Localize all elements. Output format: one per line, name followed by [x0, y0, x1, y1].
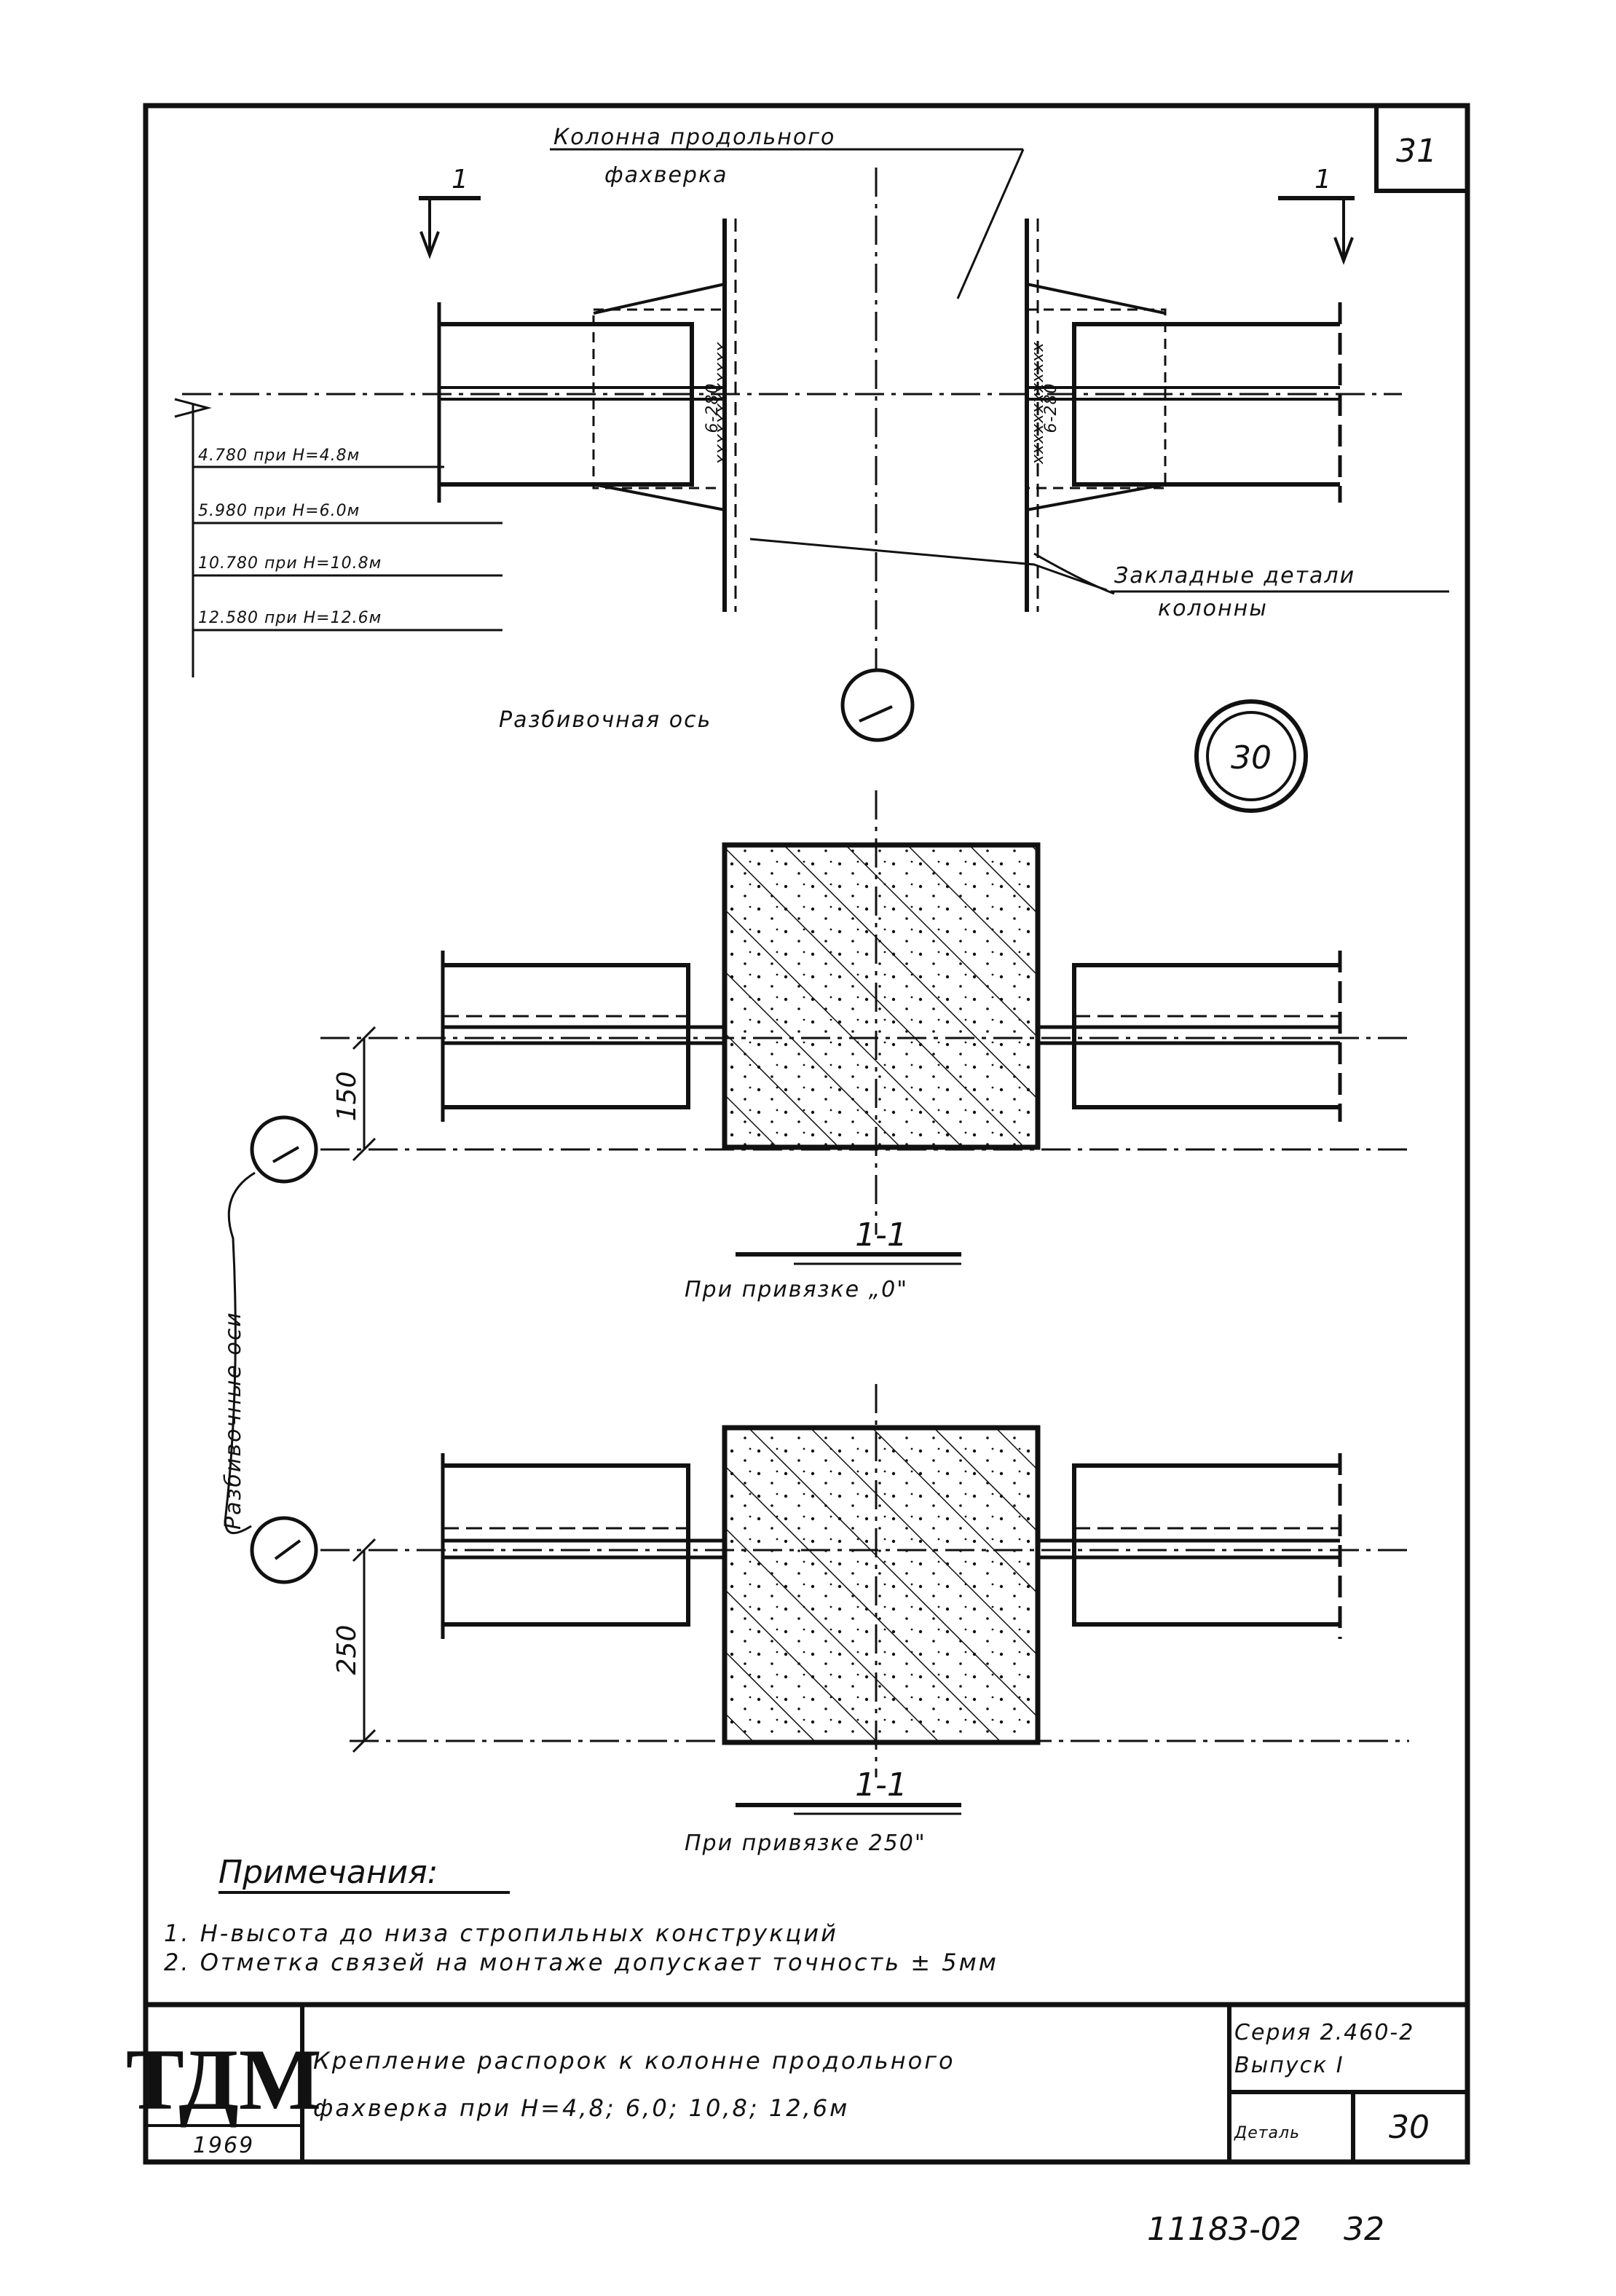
year: 1969	[193, 2133, 254, 2158]
series: Серия 2.460-2	[1234, 2020, 1414, 2045]
column-section-b	[722, 1425, 1041, 1745]
section-mark-left: 1	[419, 165, 481, 259]
elevation-3: 10.780 при H=10.8м	[198, 554, 382, 573]
archive-page: 32	[1344, 2211, 1384, 2248]
note-1: 1. H-высота до низа стропильных конструк…	[164, 1919, 838, 1947]
detail-value: 30	[1389, 2109, 1430, 2146]
weld-size-left: 6-280	[703, 383, 722, 433]
top-plan-view: 1 1 xxxxxxxxxxxx	[174, 125, 1449, 742]
section-b-title: 1-1	[855, 1766, 907, 1804]
elevation-1: 4.780 при H=4.8м	[198, 447, 360, 465]
notes: Примечания: 1. H-высота до низа стропиль…	[164, 1854, 998, 1976]
axis-circle-a	[250, 1115, 318, 1184]
elevation-2: 5.980 при H=6.0м	[198, 502, 360, 520]
column-label-line1: Колонна продольного	[553, 125, 835, 150]
layout-axis-label: Разбивочная ось	[499, 707, 712, 733]
embedded-parts-line1: Закладные детали	[1114, 563, 1355, 589]
section-number-left: 1	[452, 165, 468, 194]
section-a: 150 1-1 При привязке „0"	[250, 790, 1409, 1302]
detail-number-marker: 30	[1194, 699, 1308, 813]
archive-number: 11183-02	[1147, 2211, 1301, 2248]
embedded-parts-line2: колонны	[1158, 596, 1268, 621]
fachwerk-column	[722, 168, 1039, 670]
title-block: ТДМ 1969 Крепление распорок к колонне пр…	[126, 2002, 1467, 2162]
dimension-250: 250	[332, 1625, 362, 1675]
issue: Выпуск I	[1234, 2053, 1344, 2078]
dimension-150: 150	[332, 1072, 362, 1122]
section-number-right: 1	[1315, 165, 1331, 194]
strut-left: xxxxxxxxxxxx	[182, 283, 1402, 511]
section-b-caption: При привязке 250"	[685, 1831, 926, 1856]
page-number: 31	[1396, 133, 1437, 170]
archive-stamp: 11183-02 32	[1147, 2211, 1384, 2248]
notes-heading: Примечания:	[218, 1854, 438, 1891]
embedded-parts-label: Закладные детали колонны	[749, 538, 1449, 621]
axes-leader: Разбивочные оси	[221, 1171, 256, 1534]
axes-label: Разбивочные оси	[221, 1311, 246, 1530]
section-mark-right: 1	[1278, 165, 1355, 265]
axis-circle-b	[250, 1516, 318, 1584]
sheet-frame	[143, 103, 1470, 2165]
tdm-logo: ТДМ	[126, 2031, 321, 2128]
section-a-title: 1-1	[855, 1216, 907, 1254]
title-line1: Крепление распорок к колонне продольного	[313, 2047, 955, 2075]
weld-size-right: 6-280	[1042, 383, 1060, 433]
page-number-box: 31	[1374, 106, 1467, 193]
elevation-marks: 4.780 при H=4.8м 5.980 при H=6.0м 10.780…	[174, 398, 502, 677]
note-2: 2. Отметка связей на монтаже допускает т…	[164, 1949, 998, 1976]
column-label-line2: фахверка	[604, 162, 728, 188]
column-label: Колонна продольного фахверка	[550, 125, 1025, 299]
title-line2: фахверка при H=4,8; 6,0; 10,8; 12,6м	[313, 2094, 849, 2122]
elevation-4: 12.580 при H=12.6м	[198, 609, 382, 627]
weld-mark-left: xxxxxxxxxxxx	[713, 342, 731, 465]
section-a-caption: При привязке „0"	[685, 1277, 908, 1302]
detail-number: 30	[1231, 739, 1272, 777]
weld-mark-right: xxxxxxxxxxxx	[1030, 342, 1048, 465]
detail-label: Деталь	[1234, 2124, 1300, 2142]
section-b: 250 1-1 При привязке 250"	[250, 1384, 1409, 1856]
strut-right: xxxxxxxxxxxx	[1025, 283, 1342, 511]
column-section-a	[722, 842, 1041, 1150]
layout-axis-marker: Разбивочная ось	[499, 668, 915, 742]
